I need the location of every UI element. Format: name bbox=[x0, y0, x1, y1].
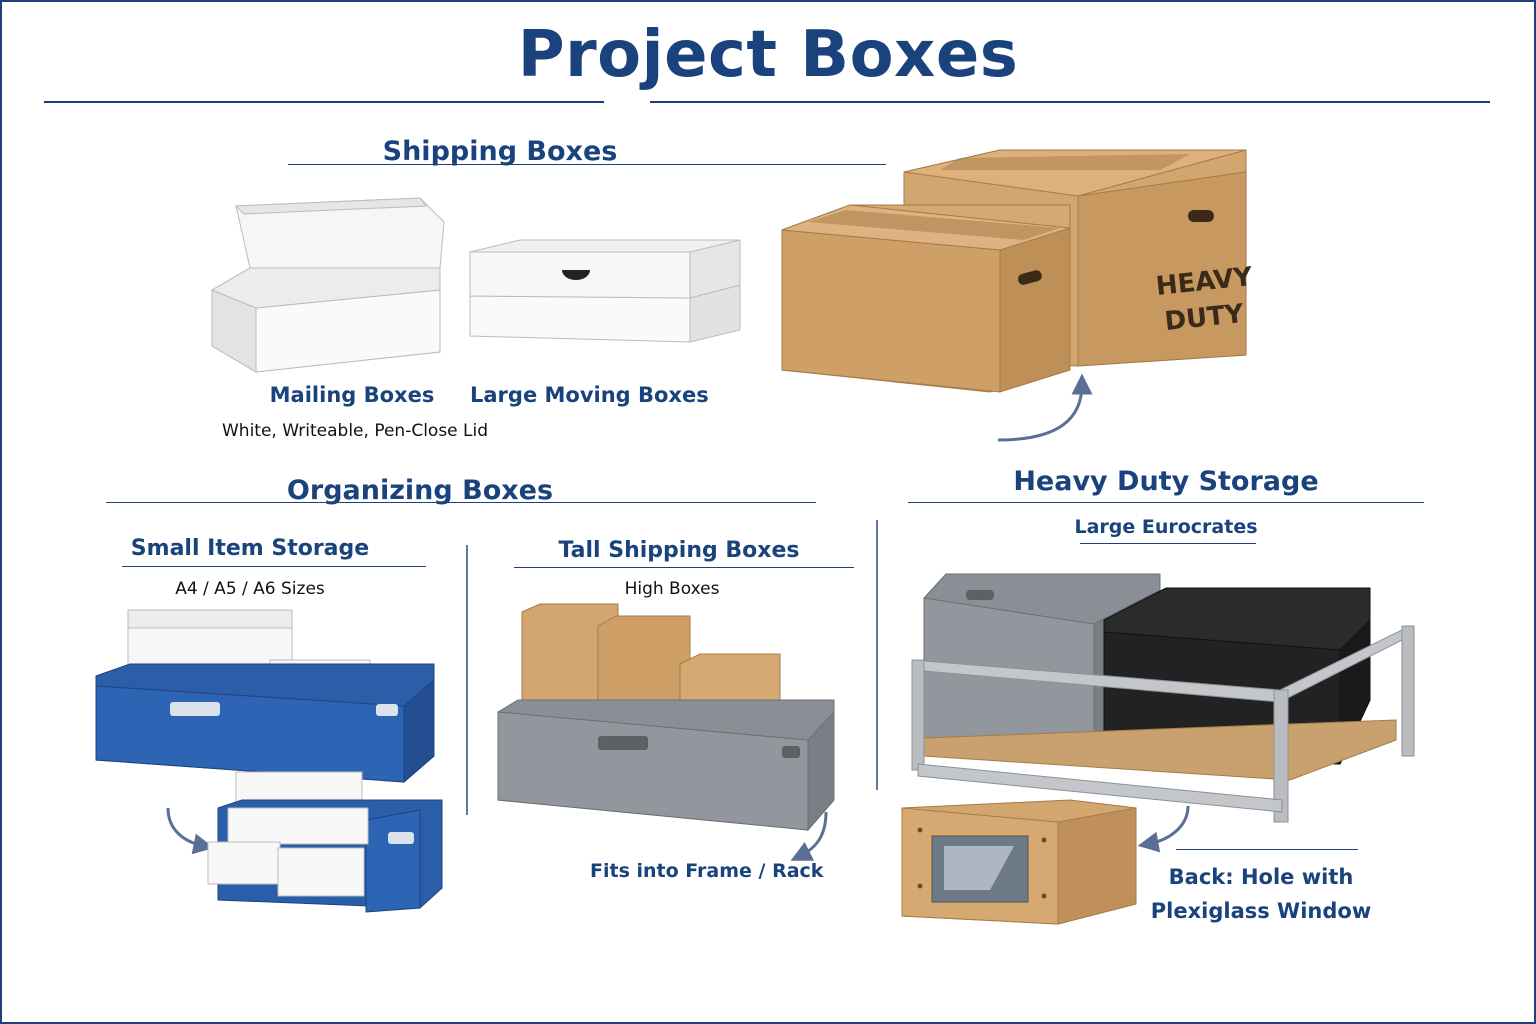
shipping-divider bbox=[288, 164, 886, 165]
eurocrates-divider bbox=[1080, 543, 1256, 544]
fits-into-frame-note: Fits into Frame / Rack bbox=[590, 860, 824, 882]
curved-arrow-icon bbox=[1137, 805, 1190, 853]
organizing-heading: Organizing Boxes bbox=[286, 475, 554, 506]
curved-arrow-icon bbox=[790, 811, 828, 861]
title-divider-right bbox=[650, 101, 1490, 103]
grey-crate-tall-boxes-image bbox=[497, 603, 835, 832]
small-item-divider bbox=[122, 566, 426, 567]
back-note-divider bbox=[1176, 849, 1358, 850]
plexiglass-window-box-image bbox=[901, 799, 1137, 925]
high-boxes-subtitle: High Boxes bbox=[624, 579, 720, 599]
back-note-line2: Plexiglass Window bbox=[1150, 899, 1372, 923]
mailing-boxes-subtitle: White, Writeable, Pen-Close Lid bbox=[222, 421, 489, 441]
organizing-column-divider bbox=[466, 545, 468, 815]
curved-arrow-icon bbox=[166, 807, 215, 855]
small-item-storage-label: Small Item Storage bbox=[130, 536, 370, 561]
back-note-line1: Back: Hole with bbox=[1168, 865, 1354, 889]
organizing-divider bbox=[106, 502, 816, 503]
blue-crate-image bbox=[95, 609, 435, 784]
curved-arrow-icon bbox=[997, 373, 1093, 442]
mailing-boxes-label: Mailing Boxes bbox=[269, 383, 435, 407]
heavy-duty-heading: Heavy Duty Storage bbox=[1013, 466, 1319, 497]
eurocrates-subtitle: Large Eurocrates bbox=[1074, 516, 1258, 538]
tall-shipping-boxes-label: Tall Shipping Boxes bbox=[558, 538, 800, 563]
small-blue-crate-image bbox=[207, 771, 443, 913]
heavy-column-divider bbox=[876, 520, 878, 790]
moving-box-white-image bbox=[469, 239, 741, 343]
heavy-duty-divider bbox=[908, 502, 1424, 503]
eurocrates-frame-image bbox=[911, 573, 1415, 823]
moving-boxes-label: Large Moving Boxes bbox=[470, 383, 709, 407]
tall-shipping-divider bbox=[514, 567, 854, 568]
shipping-heading: Shipping Boxes bbox=[382, 136, 618, 167]
title-divider-left bbox=[44, 101, 604, 103]
cardboard-boxes-image: HEAVY DUTY bbox=[781, 149, 1255, 393]
page-title: Project Boxes bbox=[517, 18, 1019, 92]
mailing-box-image bbox=[210, 197, 445, 373]
small-item-sizes: A4 / A5 / A6 Sizes bbox=[175, 579, 325, 599]
